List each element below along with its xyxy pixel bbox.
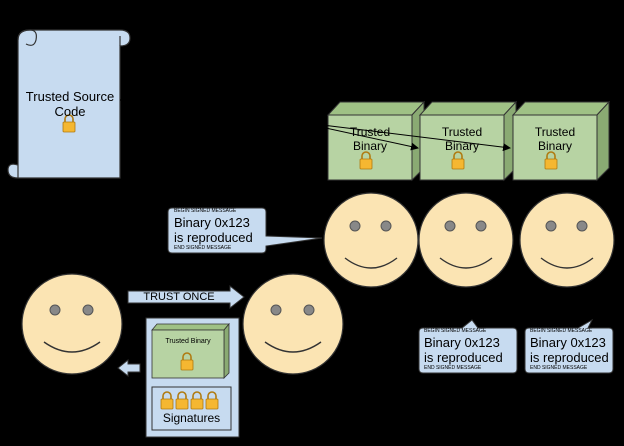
- signed-message-body: Binary 0x123: [530, 335, 606, 350]
- signed-message-body: Binary 0x123: [424, 335, 500, 350]
- signed-message-begin: BEGIN SIGNED MESSAGE: [424, 328, 487, 334]
- smiley-face-distributor: [242, 273, 344, 375]
- binary-label-3: Trusted Binary: [534, 125, 576, 153]
- smiley-face-verifier-1: [323, 192, 419, 288]
- signed-message-body: Binary 0x123: [174, 215, 250, 230]
- trust-once-label: TRUST ONCE: [143, 291, 215, 303]
- signed-message-end: END SIGNED MESSAGE: [530, 365, 588, 371]
- signatures-label: Signatures: [162, 411, 221, 425]
- binary-label-1: Trusted Binary: [349, 125, 391, 153]
- trust-once-arrow: [127, 284, 245, 310]
- source-code-title: Trusted Source Code: [25, 89, 115, 119]
- source-code-scroll: [7, 29, 131, 179]
- smiley-face-verifier-2: [418, 192, 514, 288]
- source-to-binary-arrows: [297, 121, 511, 152]
- signed-message-bubble-1: [167, 207, 323, 254]
- signed-message-end: END SIGNED MESSAGE: [174, 245, 232, 251]
- smiley-face-user: [21, 273, 123, 375]
- binary-cube-2: [418, 100, 518, 182]
- bundle-binary-label: Trusted Binary: [165, 338, 211, 345]
- signed-message-bubble-3: [524, 318, 614, 374]
- return-arrow: [117, 358, 141, 378]
- signed-message-begin: BEGIN SIGNED MESSAGE: [530, 328, 593, 334]
- signed-message-begin: BEGIN SIGNED MESSAGE: [174, 208, 237, 214]
- binary-label-2: Trusted Binary: [441, 125, 483, 153]
- signed-message-bubble-2: [418, 319, 518, 374]
- signed-message-body: is reproduced: [530, 350, 609, 365]
- signed-message-end: END SIGNED MESSAGE: [424, 365, 482, 371]
- signed-message-body: is reproduced: [424, 350, 503, 365]
- smiley-face-verifier-3: [519, 192, 615, 288]
- bundle-panel: [145, 317, 240, 438]
- signed-message-body: is reproduced: [174, 230, 253, 245]
